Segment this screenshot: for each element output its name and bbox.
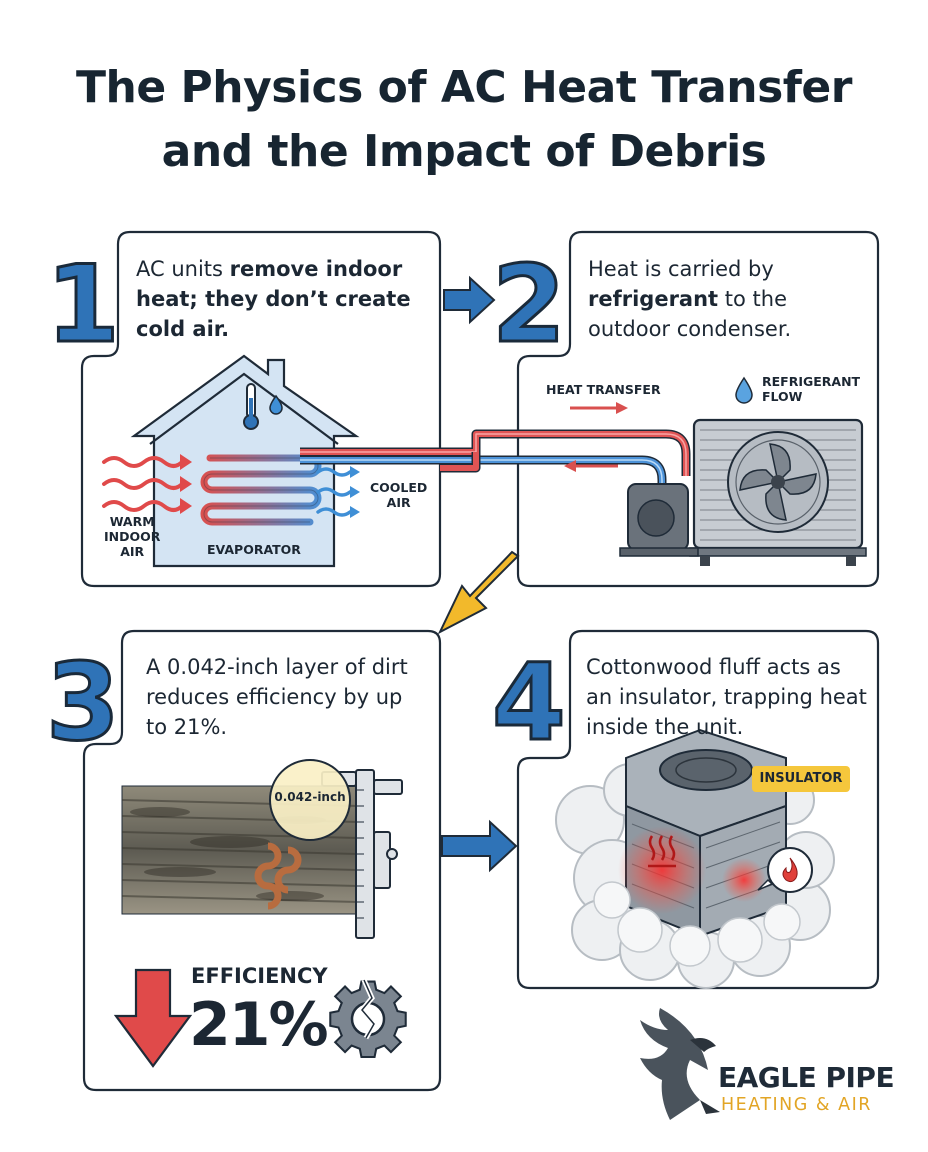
thermometer-icon [243,383,259,430]
condenser-unit [619,418,867,566]
cooled-label-line-1: COOLED [370,480,428,495]
arrow-step2-to-step3 [437,550,520,635]
step-2-number: 2 [491,243,568,366]
step-2-text-post: to the outdoor condenser. [588,287,792,341]
page-title: The Physics of AC Heat Transfer and the … [0,56,928,184]
cooled-label-line-2: AIR [386,495,411,510]
refrigerant-label-line-2: FLOW [762,389,803,404]
step-3-text: A 0.042-inch layer of dirt reduces effic… [146,655,408,739]
title-line-2: and the Impact of Debris [161,126,767,177]
refrigerant-lines [300,429,691,490]
step-4-text: Cottonwood fluff acts as an insulator, t… [586,655,867,739]
brand-name: EAGLE PIPE [718,1061,895,1094]
step-2-text-bold: refrigerant [588,287,719,311]
step-2-text: Heat is carried by refrigerant to the ou… [588,254,868,344]
warm-label-line-3: AIR [120,544,145,559]
insulator-tag: INSULATOR [752,766,850,792]
water-drop-icon [735,376,753,404]
fan-icon [727,431,829,533]
step-4-number: 4 [491,641,568,764]
step-1-number: 1 [45,243,122,366]
title-line-1: The Physics of AC Heat Transfer [76,62,852,113]
refrigerant-label-line-1: REFRIGERANT [762,374,861,389]
warm-air-arrows [102,456,184,512]
refrigerant-flow-label: REFRIGERANT FLOW [762,374,860,404]
step-1-text-pre: AC units [136,257,230,281]
efficiency-value: 21% [189,990,329,1060]
heat-transfer-arrows [564,402,628,472]
house-illustration [102,354,360,568]
warm-indoor-air-label: WARM INDOOR AIR [104,514,160,559]
warm-label-line-2: INDOOR [104,529,161,544]
evaporator-label: EVAPORATOR [207,542,301,557]
water-drop-icon [269,394,283,415]
down-arrow-icon [113,968,193,1068]
magnifier-icon [269,759,351,841]
step-1-text: AC units remove indoor heat; they don’t … [136,254,426,344]
arrow-step1-to-step2 [443,275,496,325]
broken-gear-icon [329,978,407,1059]
measurement-label: 0.042-inch [274,790,346,804]
step-3-number: 3 [45,641,122,764]
step-1-text-bold: remove indoor heat; they don’t create co… [136,257,411,341]
cooled-air-label: COOLED AIR [370,480,427,510]
evaporator-coil [200,454,322,526]
eagle-logo-icon [640,1008,720,1120]
step-2-text-pre: Heat is carried by [588,257,774,281]
efficiency-label: EFFICIENCY [191,964,328,988]
brand-tagline: HEATING & AIR [721,1095,872,1115]
cooled-air-arrows [316,467,352,517]
arrow-step3-to-step4 [441,819,518,873]
heat-transfer-label: HEAT TRANSFER [546,382,661,397]
fire-icon [757,847,813,893]
warm-label-line-1: WARM [109,514,155,529]
